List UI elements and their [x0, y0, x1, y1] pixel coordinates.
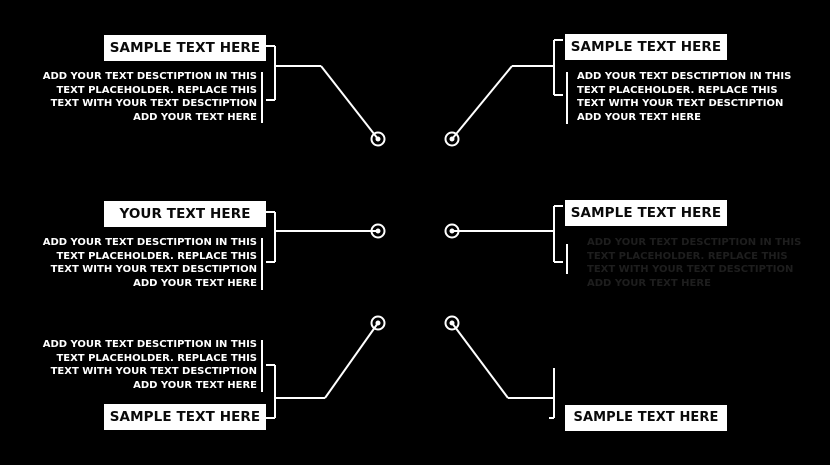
callout-label: SAMPLE TEXT HERE — [565, 34, 727, 60]
callout-description: ADD YOUR TEXT DESCTIPTION IN THIS TEXT P… — [30, 70, 257, 124]
description-line: ADD YOUR TEXT DESCTIPTION IN THIS — [577, 71, 792, 82]
description-line: TEXT PLACEHOLDER. REPLACE THIS — [577, 84, 778, 96]
leader-line — [451, 65, 513, 140]
description-line: TEXT PLACEHOLDER. REPLACE THIS — [56, 84, 257, 96]
leader-line — [320, 65, 379, 140]
anchor-nodes — [370, 131, 460, 331]
callout-label: SAMPLE TEXT HERE — [104, 35, 266, 61]
callout-label: SAMPLE TEXT HERE — [104, 404, 266, 430]
description-line: ADD YOUR TEXT DESCTIPTION IN THIS — [42, 339, 257, 350]
description-line: ADD YOUR TEXT HERE — [133, 111, 257, 123]
description-line: TEXT WITH YOUR TEXT DESCTIPTION — [50, 366, 257, 377]
description-line: ADD YOUR TEXT HERE — [577, 111, 701, 123]
callout-description: ADD YOUR TEXT DESCTIPTION IN THIS TEXT P… — [577, 70, 817, 124]
callout-description-faded: ADD YOUR TEXT DESCTIPTION IN THIS TEXT P… — [587, 236, 819, 290]
node-icon — [370, 223, 386, 239]
node-icon — [370, 315, 386, 331]
node-icon — [444, 315, 460, 331]
description-line: TEXT WITH YOUR TEXT DESCTIPTION — [587, 264, 794, 275]
description-line: ADD YOUR TEXT HERE — [133, 277, 257, 289]
description-line: ADD YOUR TEXT HERE — [587, 277, 711, 289]
description-line: TEXT WITH YOUR TEXT DESCTIPTION — [577, 98, 784, 109]
callout-description: ADD YOUR TEXT DESCTIPTION IN THIS TEXT P… — [30, 236, 257, 290]
node-icon — [370, 131, 386, 147]
description-line: TEXT WITH YOUR TEXT DESCTIPTION — [50, 264, 257, 275]
description-line: TEXT PLACEHOLDER. REPLACE THIS — [587, 250, 788, 262]
description-line: TEXT WITH YOUR TEXT DESCTIPTION — [50, 98, 257, 109]
description-line: ADD YOUR TEXT HERE — [133, 379, 257, 391]
callout-label: SAMPLE TEXT HERE — [565, 405, 727, 431]
callout-label: YOUR TEXT HERE — [104, 201, 266, 227]
callout-description: ADD YOUR TEXT DESCTIPTION IN THIS TEXT P… — [30, 338, 257, 392]
leader-line — [324, 322, 379, 399]
description-line: ADD YOUR TEXT DESCTIPTION IN THIS — [42, 237, 257, 248]
description-line: ADD YOUR TEXT DESCTIPTION IN THIS — [587, 237, 802, 248]
description-line: TEXT PLACEHOLDER. REPLACE THIS — [56, 352, 257, 364]
node-icon — [444, 223, 460, 239]
description-line: TEXT PLACEHOLDER. REPLACE THIS — [56, 250, 257, 262]
description-line: ADD YOUR TEXT DESCTIPTION IN THIS — [42, 71, 257, 82]
leader-line — [451, 322, 509, 399]
callout-label: SAMPLE TEXT HERE — [565, 200, 727, 226]
node-icon — [444, 131, 460, 147]
